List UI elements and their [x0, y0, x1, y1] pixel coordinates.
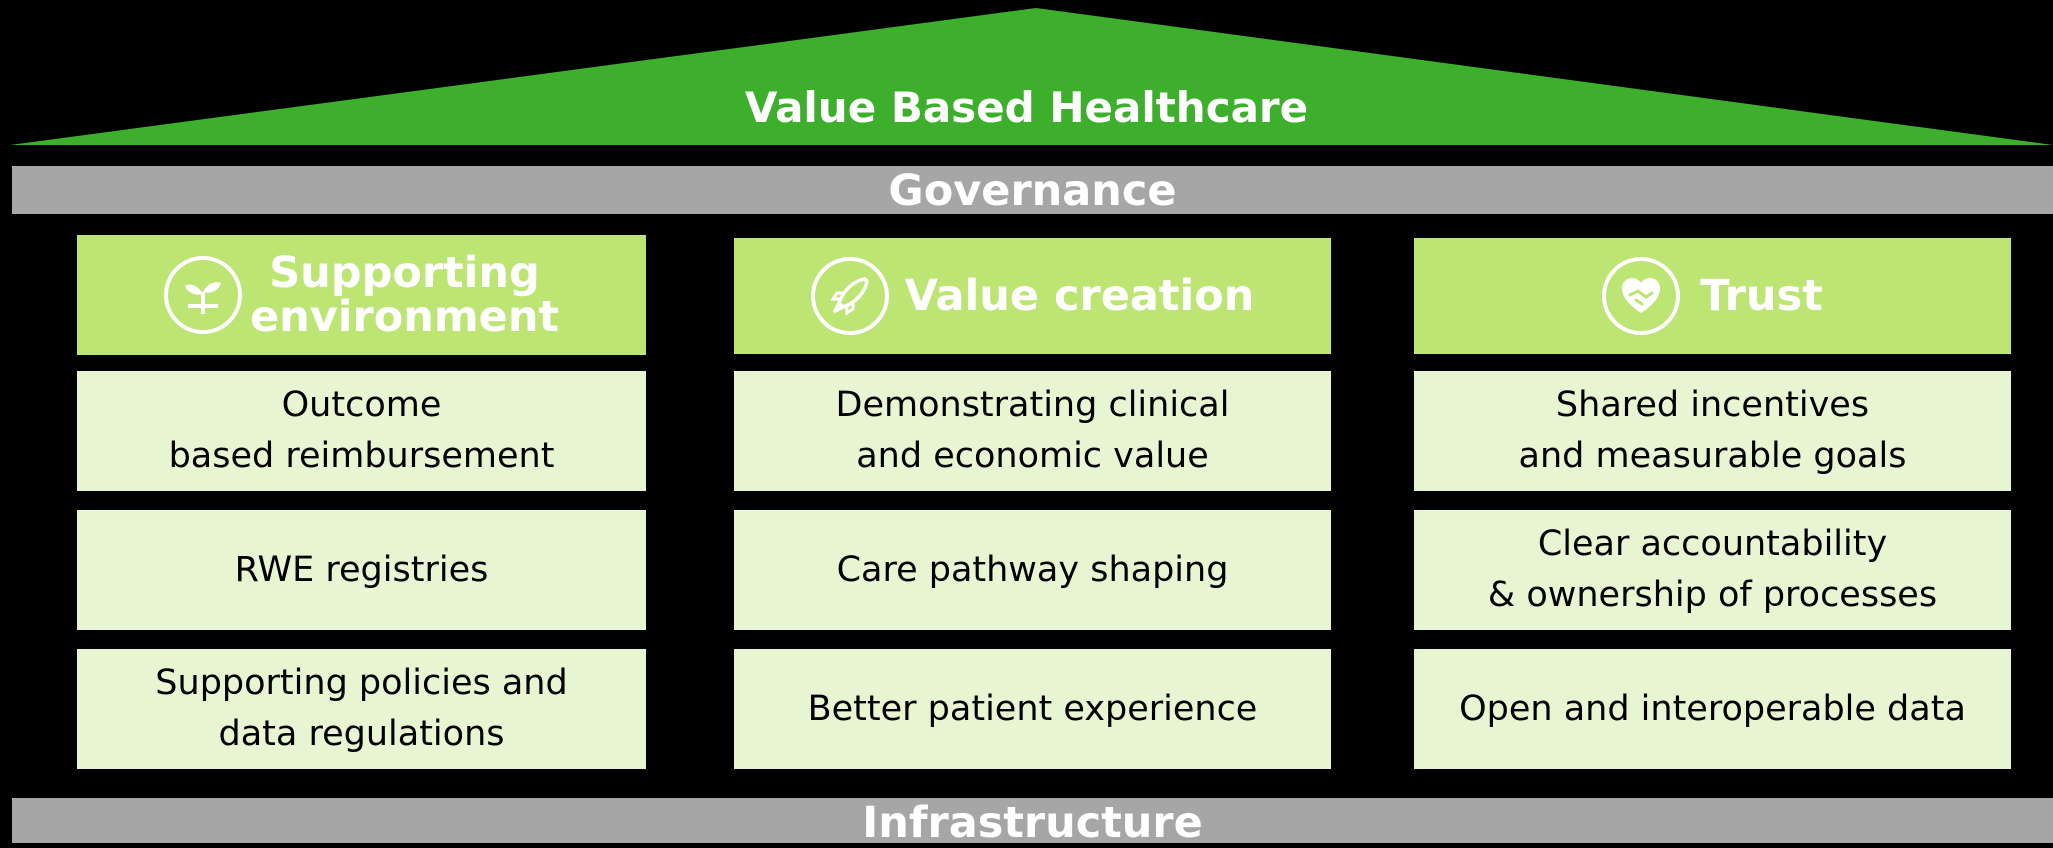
pillar-supporting-environment: Supporting environment Outcome based rei…	[77, 235, 646, 771]
pillar-item: Better patient experience	[734, 649, 1331, 769]
pillar-item: Open and interoperable data	[1414, 649, 2011, 769]
pillar-header: Value creation	[734, 238, 1331, 354]
pillar-title: Value creation	[904, 271, 1255, 321]
pillar-item: Clear accountability & ownership of proc…	[1414, 510, 2011, 630]
pillar-trust: Trust Shared incentives and measurable g…	[1414, 238, 2011, 771]
pillar-header: Supporting environment	[77, 235, 646, 355]
pillar-value-creation: Value creation Demonstrating clinical an…	[734, 238, 1331, 771]
rocket-icon	[810, 257, 889, 335]
governance-band: Governance	[12, 166, 2053, 216]
pillar-item: Outcome based reimbursement	[77, 371, 646, 491]
pillar-item: Demonstrating clinical and economic valu…	[734, 371, 1331, 491]
pillar-item: Supporting policies and data regulations	[77, 649, 646, 769]
pillar-item: Care pathway shaping	[734, 510, 1331, 630]
pillar-item: RWE registries	[77, 510, 646, 630]
pillar-title: Trust	[1700, 271, 1823, 321]
roof-triangle	[10, 8, 2053, 145]
infrastructure-band: Infrastructure	[12, 798, 2053, 848]
seedling-icon	[163, 256, 242, 334]
pillar-header: Trust	[1414, 238, 2011, 354]
pillar-item: Shared incentives and measurable goals	[1414, 371, 2011, 491]
roof-title: Value Based Healthcare	[744, 83, 1309, 132]
pillar-title: Supporting environment	[249, 248, 560, 342]
handshake-heart-icon	[1602, 257, 1681, 335]
